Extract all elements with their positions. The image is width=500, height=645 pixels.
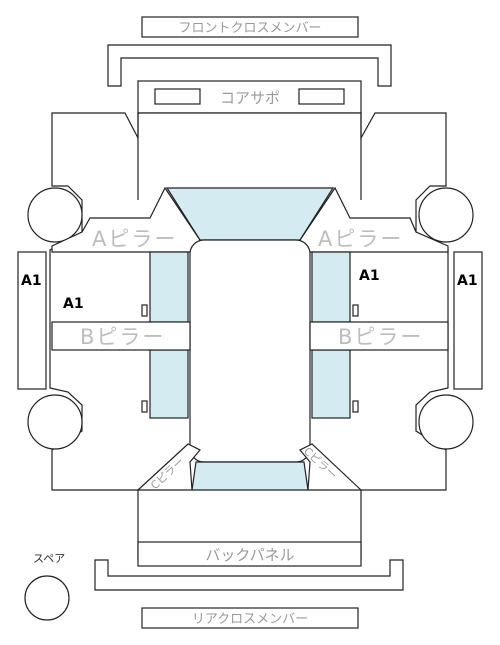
b-pillar-left[interactable]: Bピラー <box>51 321 191 351</box>
rear-cross-member-label: リアクロスメンバー <box>192 612 308 627</box>
a-pillar-right[interactable]: Aピラー <box>299 186 449 253</box>
rear-bracket <box>94 559 404 591</box>
door-handle-right-rear <box>352 400 359 413</box>
rocker-panel-right[interactable] <box>453 251 483 390</box>
front-cross-member-label: フロントクロスメンバー <box>178 21 321 36</box>
spare-tire[interactable]: スペア <box>24 552 70 621</box>
rear-cross-member[interactable]: リアクロスメンバー <box>141 607 359 629</box>
core-support-label: コアサポ <box>220 89 280 107</box>
door-handle-left-front <box>141 304 148 317</box>
b-pillar-left-label: Bピラー <box>80 325 165 349</box>
wheel-rear-right[interactable] <box>418 394 474 450</box>
b-pillar-right[interactable]: Bピラー <box>309 321 449 351</box>
side-window-left-rear[interactable] <box>149 349 189 419</box>
front-cross-member[interactable]: フロントクロスメンバー <box>141 16 359 38</box>
mark-left-outer: A1 <box>21 273 42 289</box>
side-window-right-rear[interactable] <box>311 349 351 419</box>
side-window-right-front[interactable] <box>311 251 351 323</box>
mark-right-door: A1 <box>359 268 380 284</box>
mark-left-door: A1 <box>63 296 84 312</box>
door-handle-right-front <box>352 304 359 317</box>
back-panel-label: バックパネル <box>205 546 294 564</box>
mark-right-outer: A1 <box>457 273 478 289</box>
wheel-front-left[interactable] <box>27 187 83 243</box>
wheel-front-right[interactable] <box>418 187 474 243</box>
door-handle-left-rear <box>141 400 148 413</box>
b-pillar-right-label: Bピラー <box>338 325 423 349</box>
side-window-left-front[interactable] <box>149 251 189 323</box>
back-panel[interactable]: バックパネル <box>137 541 362 567</box>
core-support[interactable]: コアサポ <box>137 80 362 114</box>
a-pillar-left-label: Aピラー <box>92 227 177 251</box>
rocker-panel-left[interactable] <box>17 251 47 390</box>
roof[interactable] <box>189 239 311 463</box>
wheel-rear-left[interactable] <box>27 394 83 450</box>
spare-label: スペア <box>33 552 65 565</box>
front-bracket <box>107 44 392 87</box>
rear-window[interactable] <box>191 461 309 491</box>
a-pillar-right-label: Aピラー <box>318 227 403 251</box>
